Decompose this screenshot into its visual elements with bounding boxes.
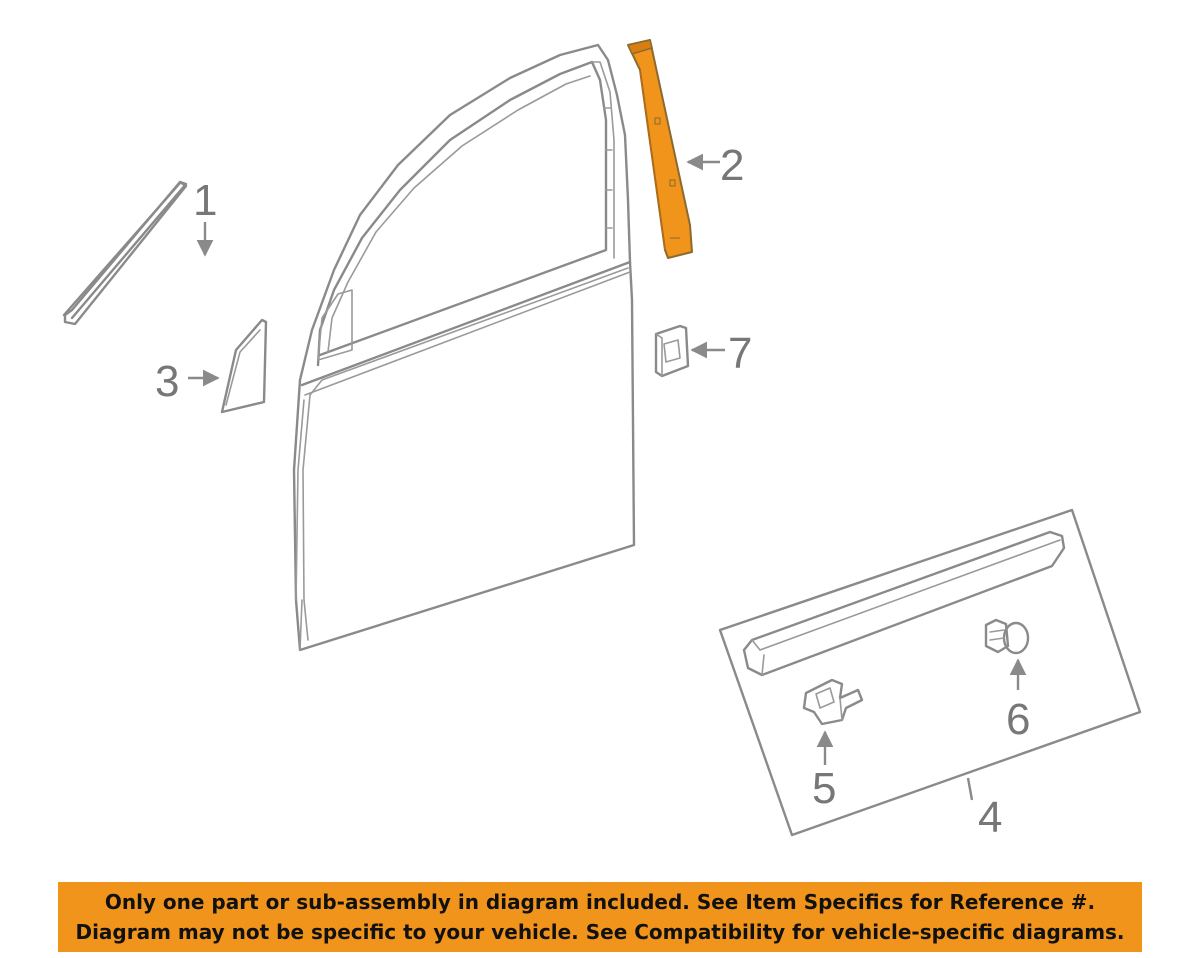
part-4-side-molding [742, 530, 1066, 677]
parts-diagram: 1 2 3 7 4 5 [62, 39, 1142, 842]
part-6-retainer [984, 618, 1030, 655]
part-5-clip [802, 678, 864, 726]
part-7-pad [654, 324, 690, 378]
part-2-pillar-applique [626, 39, 693, 259]
label-3: 3 [155, 357, 179, 406]
front-door-shell [292, 43, 636, 652]
label-2: 2 [720, 141, 744, 190]
part-3-mirror-patch [220, 318, 268, 414]
label-6: 6 [1006, 695, 1030, 744]
leader-part-4 [966, 777, 974, 801]
disclaimer-line-2: Diagram may not be specific to your vehi… [75, 920, 1125, 944]
disclaimer-banner: Only one part or sub-assembly in diagram… [58, 882, 1142, 952]
label-4: 4 [978, 793, 1002, 842]
part-4-molding-kit-box [718, 508, 1142, 837]
label-1: 1 [193, 176, 217, 225]
label-7: 7 [728, 329, 752, 378]
disclaimer-line-1: Only one part or sub-assembly in diagram… [104, 890, 1096, 914]
part-1-belt-molding [62, 180, 188, 326]
label-5: 5 [812, 764, 836, 813]
